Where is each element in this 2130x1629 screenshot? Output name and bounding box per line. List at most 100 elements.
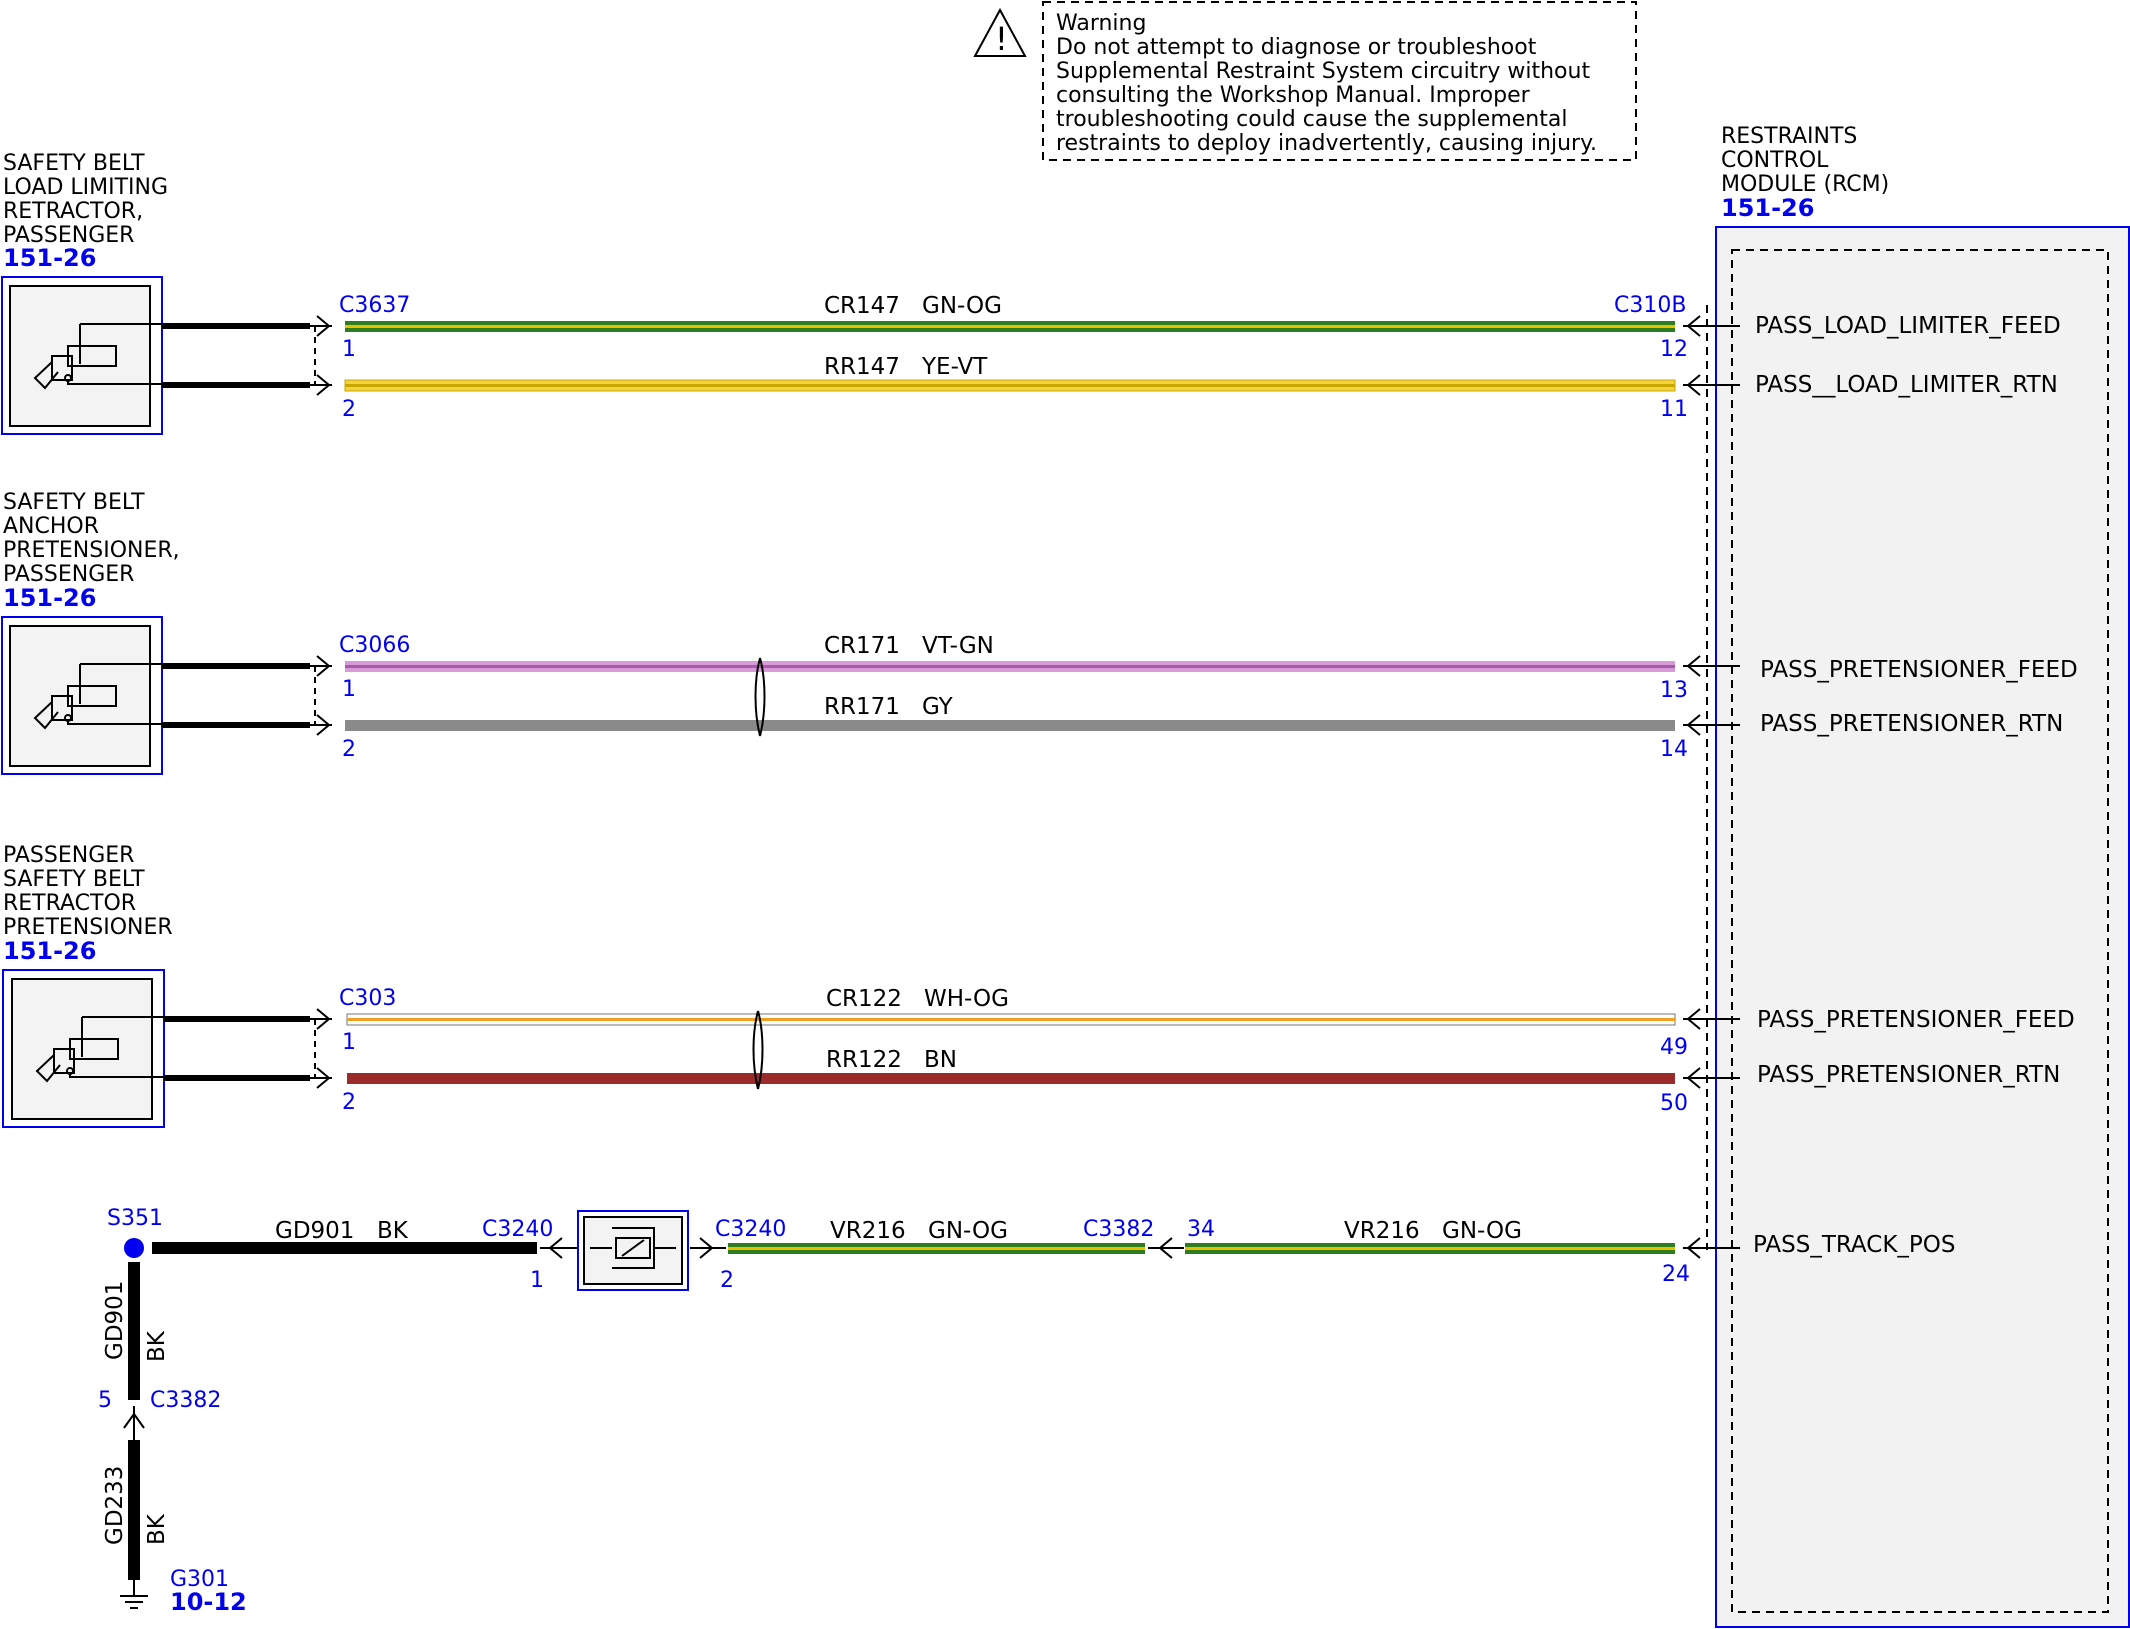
circuit-id: RR147	[824, 354, 900, 380]
circuit-group-3: C303 1 2 CR122 WH-OG RR122 BN 49 50	[164, 986, 1740, 1116]
component-title-line: SAFETY BELT	[3, 490, 145, 515]
warning-line: troubleshooting could cause the suppleme…	[1056, 107, 1567, 132]
circuit-id: GD233	[102, 1466, 128, 1545]
circuit-color: GN-OG	[1442, 1218, 1522, 1244]
rcm-signal: PASS_PRETENSIONER_RTN	[1760, 711, 2063, 737]
circuit-id: RR171	[824, 694, 900, 720]
circuit-id: CR122	[826, 986, 902, 1012]
connector-label: C3637	[339, 293, 410, 318]
wire-stripe	[345, 665, 1675, 668]
rcm-pin-label: 13	[1660, 678, 1688, 703]
circuit-color: BN	[924, 1047, 957, 1073]
rcm-pin-label: 12	[1660, 337, 1688, 362]
track-sensor-outline	[577, 1210, 689, 1291]
wire-stripe	[345, 384, 1675, 387]
pin-label: 2	[342, 1090, 356, 1115]
component-ref: 151-26	[3, 584, 96, 612]
warning-panel: ! Warning Do not attempt to diagnose or …	[973, 1, 1637, 161]
component-title-line: ANCHOR	[3, 514, 99, 539]
connector-label: C3382	[150, 1388, 221, 1413]
circuit-id: GD901	[102, 1281, 128, 1360]
pin-label: 5	[98, 1388, 112, 1413]
warning-line: restraints to deploy inadvertently, caus…	[1056, 131, 1597, 156]
rcm-terminal-icon	[1683, 1237, 1740, 1259]
rcm-signal: PASS__LOAD_LIMITER_RTN	[1755, 372, 2058, 398]
connector-terminal-icon	[310, 1008, 332, 1030]
circuit-color: GY	[922, 694, 954, 720]
warning-box	[1042, 1, 1637, 161]
rcm-outline	[1715, 226, 2130, 1628]
rcm-terminal-icon	[1683, 1008, 1740, 1030]
splice-label: S351	[107, 1206, 163, 1231]
wire-stripe	[1185, 1247, 1675, 1250]
circuit-group-2: C3066 1 2 CR171 VT-GN RR171 GY 13 14	[162, 633, 1740, 762]
pin-label: 1	[530, 1268, 544, 1293]
ground-wire-vertical	[128, 1262, 140, 1400]
rcm-terminal-icon	[1683, 374, 1740, 396]
connector-terminal-icon	[123, 1406, 145, 1440]
circuit-id: VR216	[1344, 1218, 1420, 1244]
component-title-line: PASSENGER	[3, 562, 134, 587]
circuit-id: CR147	[824, 293, 900, 319]
pin-label: 1	[342, 337, 356, 362]
component-outline	[1, 616, 163, 775]
harness-wire	[345, 720, 1675, 731]
ground-ref: 10-12	[170, 1588, 247, 1616]
rcm-pin-label: 49	[1660, 1035, 1688, 1060]
rcm-pin-label: 50	[1660, 1091, 1688, 1116]
connector-terminal-icon	[310, 1067, 332, 1089]
wire-stripe	[728, 1247, 1145, 1250]
wire-stripe	[345, 325, 1675, 328]
warning-line: Supplemental Restraint System circuitry …	[1056, 59, 1590, 84]
exclamation-icon: !	[995, 20, 1008, 58]
component-anchor-pretensioner: SAFETY BELT ANCHOR PRETENSIONER, PASSENG…	[1, 490, 180, 775]
rcm-terminal-icon	[1683, 1067, 1740, 1089]
circuit-color: WH-OG	[924, 986, 1009, 1012]
twisted-pair-icon	[752, 1010, 764, 1090]
warning-line: consulting the Workshop Manual. Improper	[1056, 83, 1531, 108]
component-ref: 151-26	[3, 244, 96, 272]
pin-label: 2	[720, 1268, 734, 1293]
component-outline	[2, 969, 165, 1128]
circuit-id: RR122	[826, 1047, 902, 1073]
component-title-line: PASSENGER	[3, 223, 134, 248]
connector-label: C3066	[339, 633, 410, 658]
rcm-signal: PASS_TRACK_POS	[1753, 1232, 1955, 1258]
wire-stripe	[347, 1018, 1675, 1021]
component-title-line: SAFETY BELT	[3, 867, 145, 892]
pin-label: 34	[1187, 1217, 1215, 1242]
ground-point-label: G301	[170, 1567, 229, 1592]
harness-wire	[347, 1073, 1675, 1084]
rcm-signal: PASS_PRETENSIONER_RTN	[1757, 1062, 2060, 1088]
component-load-limiting-retractor: SAFETY BELT LOAD LIMITING RETRACTOR, PAS…	[1, 151, 168, 435]
connector-terminal-icon	[690, 1237, 726, 1259]
rcm-inner-outline	[1731, 249, 2109, 1613]
rcm-terminal-icon	[1683, 714, 1740, 736]
warning-triangle-icon	[973, 7, 1027, 57]
circuit-color: VT-GN	[922, 633, 994, 659]
component-outline	[1, 276, 163, 435]
connector-terminal-icon	[310, 714, 332, 736]
circuit-color: GN-OG	[928, 1218, 1008, 1244]
rcm-terminal-icon	[1683, 655, 1740, 677]
rcm-pin-label: 24	[1662, 1262, 1690, 1287]
component-title-line: PRETENSIONER	[3, 915, 173, 940]
ground-wire	[152, 1242, 537, 1254]
rcm-connector-label: C310B	[1614, 293, 1686, 318]
rcm-terminal-icon	[1683, 315, 1740, 337]
component-title-line: SAFETY BELT	[3, 151, 145, 176]
circuit-color: BK	[144, 1330, 170, 1362]
component-title-line: PASSENGER	[3, 843, 134, 868]
twisted-pair-icon	[754, 657, 766, 737]
rcm-signal: PASS_PRETENSIONER_FEED	[1757, 1007, 2075, 1033]
pin-label: 1	[342, 1030, 356, 1055]
connector-label: C303	[339, 986, 396, 1011]
component-icon	[11, 978, 170, 1120]
connector-terminal-icon	[540, 1237, 578, 1259]
track-position-circuit: S351 GD901 BK C3240 1 C3240 2 VR216 GN-O…	[98, 1206, 1740, 1616]
circuit-color: GN-OG	[922, 293, 1002, 319]
circuit-id: VR216	[830, 1218, 906, 1244]
connector-terminal-icon	[1148, 1237, 1184, 1259]
rcm-title-line: RESTRAINTS	[1721, 124, 1857, 149]
